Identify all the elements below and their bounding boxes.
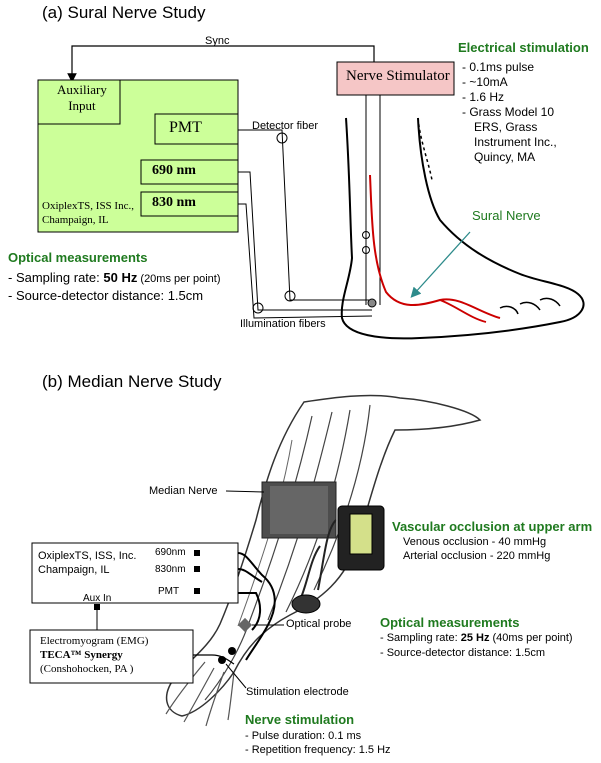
sural-device-line2: Champaign, IL	[42, 214, 109, 226]
median-pmt: PMT	[158, 586, 180, 597]
emg-line1: Electromyogram (EMG)	[40, 635, 149, 647]
emg-line3: (Conshohocken, PA )	[40, 663, 134, 675]
wl690-label: 690 nm	[152, 163, 196, 178]
sync-label: Sync	[205, 35, 230, 47]
median-device-line2: Champaign, IL	[38, 564, 110, 576]
median-rate-value: 25 Hz	[460, 632, 490, 644]
elec-item: ERS, Grass	[474, 120, 538, 134]
illumination-fiber-1	[238, 171, 372, 311]
nerve-stimulator-box	[336, 61, 455, 96]
median-wl690: 690nm	[155, 547, 186, 558]
venous-occlusion: Venous occlusion - 40 mmHg	[403, 536, 547, 548]
sync-line	[67, 45, 375, 83]
sural-nerve-arrow	[410, 231, 471, 298]
emg-box	[29, 629, 194, 684]
median-optical-distance: - Source-detector distance: 1.5cm	[380, 647, 546, 659]
sural-nerve-path	[369, 174, 501, 319]
sural-optical-distance: - Source-detector distance: 1.5cm	[8, 288, 204, 303]
elec-item: - 0.1ms pulse	[462, 60, 535, 74]
median-optical-title: Optical measurements	[380, 615, 520, 630]
detector-fiber-label: Detector fiber	[252, 120, 319, 132]
vascular-title: Vascular occlusion at upper arm	[392, 519, 593, 534]
sural-rate-suffix: (20ms per point)	[137, 273, 221, 285]
sural-optical-rate: - Sampling rate: 50 Hz (20ms per point)	[8, 270, 221, 285]
foot-outline	[340, 117, 585, 340]
sural-device-label: OxiplexTS, ISS Inc., Champaign, IL	[42, 199, 134, 227]
aux-in-label: Aux In	[83, 593, 112, 604]
wire-emg	[193, 654, 235, 665]
median-device-line1: OxiplexTS, ISS, Inc.	[38, 550, 137, 562]
pulse-duration: - Pulse duration: 0.1 ms	[245, 730, 362, 742]
elec-list: - 0.1ms pulse - ~10mA - 1.6 Hz - Grass M…	[462, 60, 557, 165]
median-optical-rate: - Sampling rate: 25 Hz (40ms per point)	[380, 632, 573, 644]
optical-probe-label: Optical probe	[286, 618, 352, 630]
median-rate-prefix: - Sampling rate:	[380, 632, 461, 644]
elec-item: - Grass Model 10	[462, 105, 555, 119]
elec-item: Instrument Inc.,	[474, 135, 557, 149]
sural-title: (a) Sural Nerve Study	[42, 3, 206, 22]
aux-input-line1: Auxiliary	[57, 82, 107, 97]
pmt-box	[154, 113, 239, 145]
wire-pmt	[238, 592, 262, 631]
median-nerve-label: Median Nerve	[149, 485, 218, 497]
elec-item: - ~10mA	[462, 75, 508, 89]
median-nerve-pointer	[225, 490, 265, 493]
sural-rate-prefix: - Sampling rate:	[8, 270, 104, 285]
sural-optical-title: Optical measurements	[8, 250, 148, 265]
nerve-stimulator-label: Nerve Stimulator	[346, 68, 450, 84]
median-wl830: 830nm	[155, 564, 186, 575]
wl830-label: 830 nm	[152, 195, 196, 210]
sural-nerve-label: Sural Nerve	[472, 208, 541, 223]
emg-line2: TECA™ Synergy	[40, 649, 123, 661]
aux-input-line2: Input	[68, 98, 96, 113]
elec-item: Quincy, MA	[474, 150, 536, 164]
sural-rate-value: 50 Hz	[103, 270, 138, 285]
nerve-stim-title: Nerve stimulation	[245, 712, 355, 727]
pmt-label: PMT	[169, 119, 202, 136]
wire-690	[237, 552, 276, 661]
stim-electrode-marker-1	[218, 656, 226, 664]
emg-label: Electromyogram (EMG) TECA™ Synergy (Cons…	[40, 634, 148, 676]
elec-title: Electrical stimulation	[458, 40, 589, 55]
median-device-label: OxiplexTS, ISS, Inc. Champaign, IL	[38, 549, 136, 577]
elec-item: - 1.6 Hz	[462, 90, 505, 104]
detector-fiber	[238, 129, 372, 301]
repetition-frequency: - Repetition frequency: 1.5 Hz	[245, 744, 391, 756]
optical-probe-marker	[237, 617, 253, 633]
stim-electrode-marker-2	[228, 647, 236, 655]
illumination-fiber-2	[238, 203, 373, 319]
median-title: (b) Median Nerve Study	[42, 372, 222, 391]
sural-device-line1: OxiplexTS, ISS Inc.,	[42, 200, 134, 212]
bulb	[291, 594, 321, 614]
stimulation-electrode-label: Stimulation electrode	[246, 686, 349, 698]
median-device-box	[31, 542, 239, 604]
aux-input-box	[37, 79, 121, 125]
median-rate-suffix: (40ms per point)	[489, 632, 573, 644]
illumination-fibers-label: Illumination fibers	[240, 318, 326, 330]
arterial-occlusion: Arterial occlusion - 220 mmHg	[403, 550, 551, 562]
aux-input-label: Auxiliary Input	[57, 82, 107, 114]
wire-830	[237, 568, 263, 583]
